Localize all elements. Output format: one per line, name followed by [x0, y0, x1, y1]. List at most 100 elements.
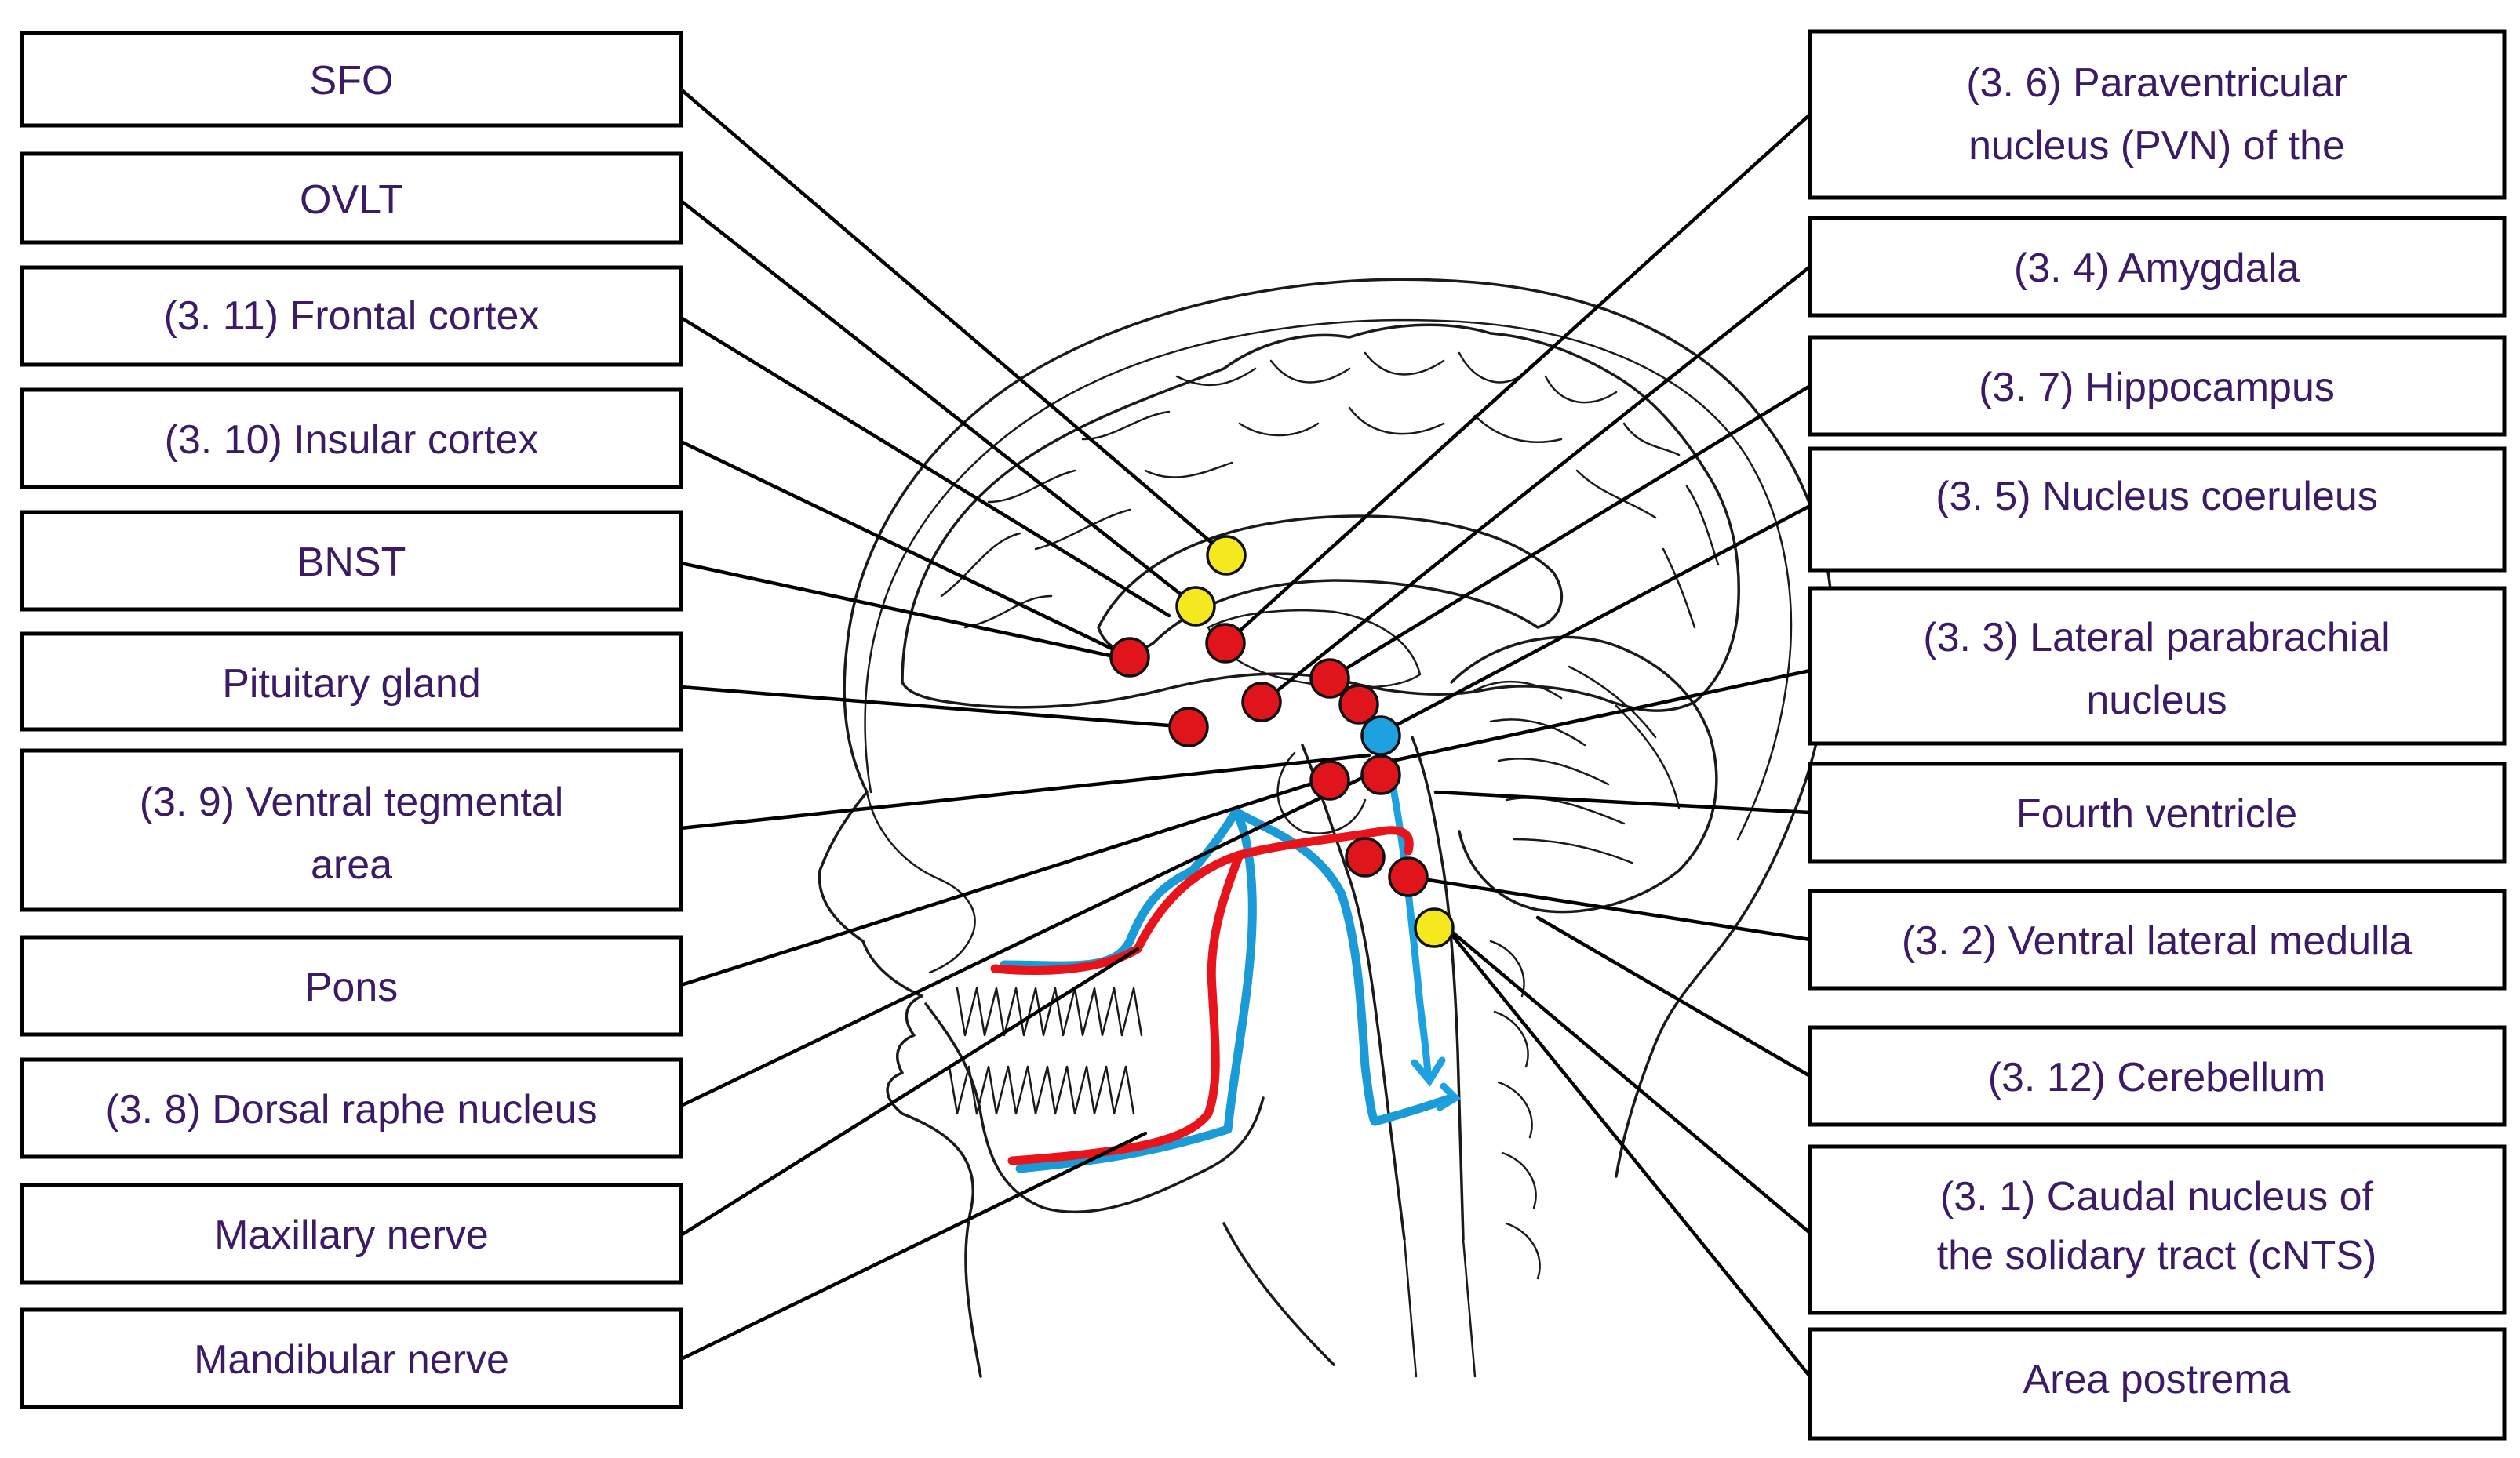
label-box-sfo: [20, 31, 683, 128]
label-box-bnst: [20, 510, 683, 612]
marker-dorsal-raphe: [1345, 837, 1386, 878]
leader-pituitary: [679, 685, 1191, 729]
leader-pons: [679, 778, 1324, 987]
label-sfo: SFO: [310, 58, 394, 104]
leader-ovlt: [679, 198, 1185, 598]
head-sketch: [818, 278, 1834, 1378]
marker-area-postrema: [1414, 907, 1455, 948]
brain-gyri: [940, 351, 1720, 629]
face-profile: [865, 791, 976, 974]
leader-sfo: [679, 87, 1217, 547]
marker-bnst: [1241, 682, 1282, 722]
label-cerebellum: (3. 12) Cerebellum: [1988, 1055, 2326, 1100]
blue-arrowhead-icon: [1436, 1082, 1462, 1111]
thalamus: [1207, 609, 1422, 689]
nerve-pathways: [990, 780, 1462, 1173]
leader-frontal-cortex: [679, 315, 1171, 618]
leader-pvn: [1225, 112, 1812, 644]
label-fourth-ventricle: Fourth ventricle: [2016, 791, 2297, 837]
leader-area-postrema: [1445, 927, 1812, 1379]
label-pons: Pons: [305, 965, 399, 1010]
leader-insular-cortex: [679, 439, 1132, 660]
label-pituitary: Pituitary gland: [222, 661, 481, 707]
label-box-maxillary: [20, 1183, 683, 1285]
label-insular-cortex: (3. 10) Insular cortex: [165, 417, 539, 463]
blue-arrowhead-icon: [1411, 1056, 1446, 1087]
leader-parabrachial: [1390, 668, 1812, 763]
pons-outline: [1276, 751, 1367, 834]
marker-dots: [1109, 535, 1455, 948]
marker-vlm: [1388, 856, 1429, 897]
marker-amygdala: [1309, 658, 1350, 699]
leader-maxillary: [679, 947, 1140, 1238]
label-maxillary: Maxillary nerve: [214, 1213, 489, 1258]
label-cnts-line1: (3. 1) Caudal nucleus of: [1940, 1174, 2374, 1220]
left-labels: SFO OVLT (3. 11) Frontal cortex (3. 10) …: [20, 31, 683, 1409]
blue-nerve-pathway: [1000, 807, 1456, 1173]
label-box-insular-cortex: [20, 387, 683, 489]
neck-front: [1222, 1222, 1335, 1366]
label-cnts-line2: the solidary tract (cNTS): [1937, 1233, 2377, 1278]
leader-cerebellum: [1535, 915, 1812, 1078]
label-box-vta: [20, 748, 683, 912]
label-frontal-cortex: (3. 11) Frontal cortex: [164, 293, 540, 339]
label-bnst: BNST: [297, 540, 406, 585]
label-box-pons: [20, 935, 683, 1037]
leader-dorsal-raphe: [679, 774, 1367, 1108]
cerebellum-folia: [1473, 665, 1681, 864]
label-box-pituitary: [20, 631, 683, 732]
label-box-pvn: [1808, 29, 2507, 200]
label-box-frontal-cortex: [20, 265, 683, 367]
label-parabrachial-line1: (3. 3) Lateral parabrachial: [1923, 615, 2390, 660]
marker-frontal-insular: [1109, 637, 1150, 678]
marker-ovlt: [1175, 586, 1216, 627]
brain-outline: [901, 323, 1740, 712]
label-box-area-postrema: [1808, 1327, 2507, 1441]
label-box-parabrachial: [1808, 586, 2507, 746]
spinal-cord: [1403, 1238, 1477, 1378]
teeth-lower: [948, 1065, 1135, 1115]
label-mandibular: Mandibular nerve: [194, 1337, 509, 1383]
vertebrae: [1489, 940, 1541, 1280]
label-box-amygdala: [1808, 216, 2507, 318]
leader-mandibular: [679, 1131, 1148, 1362]
marker-sfo: [1206, 535, 1247, 576]
marker-pituitary: [1168, 707, 1209, 747]
label-vta-line1: (3. 9) Ventral tegmental: [140, 780, 564, 825]
marker-pvn: [1205, 623, 1246, 664]
label-amygdala: (3. 4) Amygdala: [2014, 245, 2300, 291]
brainstem: [1301, 736, 1465, 1241]
label-box-cerebellum: [1808, 1025, 2507, 1127]
leader-amygdala: [1261, 264, 1812, 704]
marker-hippocampus: [1338, 684, 1379, 725]
label-pvn-line1: (3. 6) Paraventricular: [1966, 60, 2347, 106]
right-labels: (3. 6) Paraventricular nucleus (PVN) of …: [1808, 29, 2507, 1441]
label-box-vlm: [1808, 889, 2507, 991]
label-pvn-line2: nucleus (PVN) of the: [1968, 123, 2345, 169]
label-area-postrema: Area postrema: [2023, 1357, 2290, 1402]
label-box-ovlt: [20, 151, 683, 245]
leader-vta: [679, 753, 1371, 831]
label-parabrachial-line2: nucleus: [2086, 678, 2227, 723]
leader-vlm: [1406, 874, 1812, 942]
label-dorsal-raphe: (3. 8) Dorsal raphe nucleus: [105, 1087, 597, 1133]
leader-lines: [679, 87, 1812, 1379]
label-hippocampus: (3. 7) Hippocampus: [1979, 365, 2335, 410]
label-box-cnts: [1808, 1144, 2507, 1315]
label-ovlt: OVLT: [300, 177, 403, 223]
leader-hippocampus: [1327, 384, 1812, 681]
marker-parabrachial: [1360, 754, 1401, 795]
label-nucleus-coeruleus: (3. 5) Nucleus coeruleus: [1936, 474, 2378, 519]
label-vlm: (3. 2) Ventral lateral medulla: [1902, 918, 2412, 964]
label-box-dorsal-raphe: [20, 1057, 683, 1159]
marker-vta: [1309, 760, 1350, 801]
skull-outline: [818, 278, 1834, 1378]
marker-nucleus-coeruleus: [1360, 715, 1401, 756]
leader-bnst: [679, 561, 1113, 658]
leader-fourth-ventricle: [1433, 790, 1812, 815]
label-box-fourth-ventricle: [1808, 762, 2507, 864]
label-box-mandibular: [20, 1307, 683, 1409]
cerebellum: [1450, 635, 1718, 914]
leader-nucleus-coeruleus: [1378, 504, 1812, 736]
